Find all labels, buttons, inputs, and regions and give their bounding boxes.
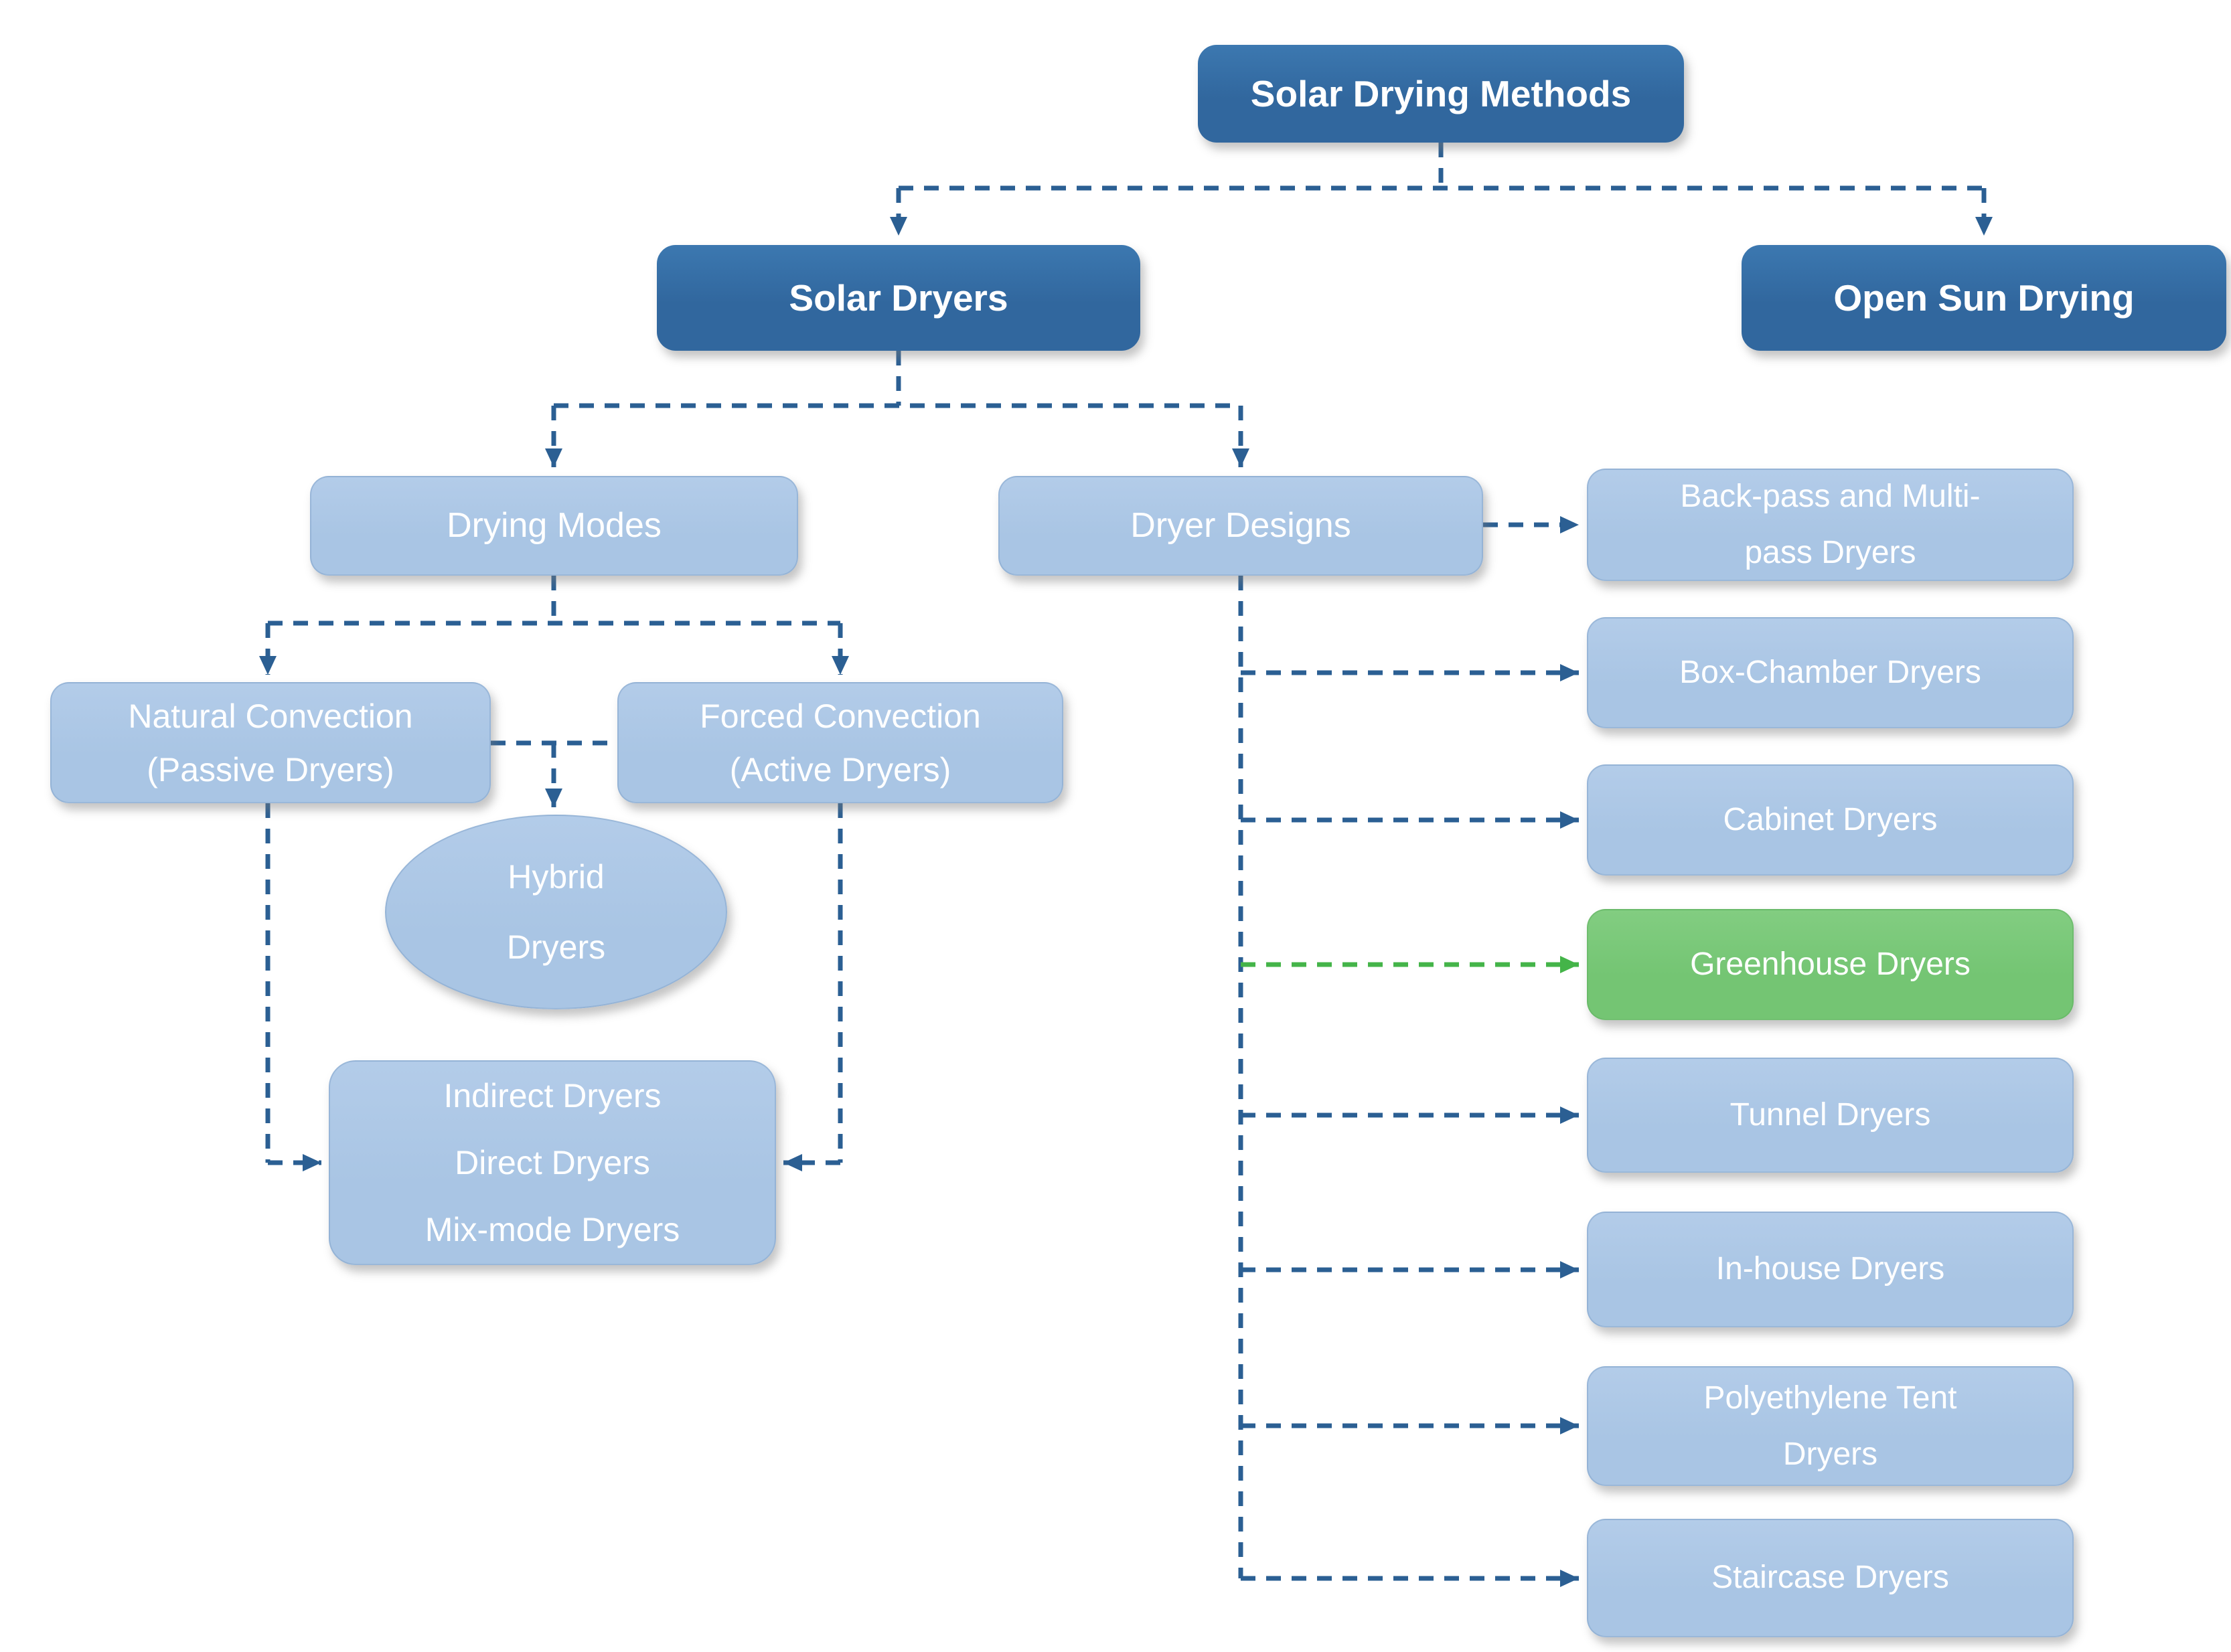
node-dryer-designs: Dryer Designs [998,476,1483,576]
node-greenhouse-dryers: Greenhouse Dryers [1587,909,2074,1020]
node-label-line1: Back-pass and Multi- [1680,479,1981,514]
node-label-line3: Mix-mode Dryers [425,1211,680,1248]
node-label-line2: (Active Dryers) [729,750,951,789]
connector-natural-to-mode-types [265,803,321,1171]
node-drying-modes: Drying Modes [310,476,798,576]
node-back-pass-multi-pass-dryers: Back-pass and Multi- pass Dryers [1587,469,2074,581]
node-cabinet-dryers: Cabinet Dryers [1587,764,2074,876]
node-mode-types: Indirect Dryers Direct Dryers Mix-mode D… [329,1060,776,1265]
node-natural-convection: Natural Convection (Passive Dryers) [50,682,491,803]
node-staircase-dryers: Staircase Dryers [1587,1519,2074,1637]
node-label: Solar Drying Methods [1250,73,1632,114]
node-label-line1: Forced Convection [700,697,981,735]
connector-forced-to-mode-types [783,803,843,1171]
node-label: Dryer Designs [1130,505,1351,545]
node-label: Open Sun Drying [1833,277,2135,319]
node-hybrid-dryers: Hybrid Dryers [385,815,727,1009]
node-box-chamber-dryers: Box-Chamber Dryers [1587,617,2074,728]
node-label: Tunnel Dryers [1729,1096,1931,1133]
node-tunnel-dryers: Tunnel Dryers [1587,1058,2074,1173]
connector-solar-dryers-split [545,351,1249,467]
node-label: Drying Modes [447,505,662,545]
node-label-line1: Natural Convection [128,697,413,735]
node-label-line1: Hybrid [508,857,605,896]
connector-dryer-designs-branches [1238,516,1579,1587]
node-label: Cabinet Dryers [1723,801,1938,837]
connector-root-split [890,143,1993,236]
node-label-line2: (Passive Dryers) [147,750,394,789]
node-label-line2: Dryers [506,928,606,966]
node-in-house-dryers: In-house Dryers [1587,1212,2074,1327]
node-label: Staircase Dryers [1711,1560,1949,1596]
node-solar-drying-methods: Solar Drying Methods [1198,45,1684,143]
node-forced-convection: Forced Convection (Active Dryers) [617,682,1063,803]
node-solar-dryers: Solar Dryers [657,245,1140,351]
connector-hybrid-link [491,740,617,807]
node-open-sun-drying: Open Sun Drying [1742,245,2226,351]
node-label: In-house Dryers [1715,1251,1945,1287]
node-label-line2: Direct Dryers [455,1144,650,1181]
node-label: Greenhouse Dryers [1690,946,1971,982]
node-label-line2: pass Dryers [1744,535,1916,570]
connector-drying-modes-split [259,576,849,675]
node-label-line2: Dryers [1782,1436,1878,1472]
node-polyethylene-tent-dryers: Polyethylene Tent Dryers [1587,1366,2074,1486]
node-label-line1: Indirect Dryers [443,1077,662,1114]
node-label: Solar Dryers [789,277,1008,319]
node-label-line1: Polyethylene Tent [1703,1380,1957,1416]
node-label: Box-Chamber Dryers [1679,654,1981,690]
